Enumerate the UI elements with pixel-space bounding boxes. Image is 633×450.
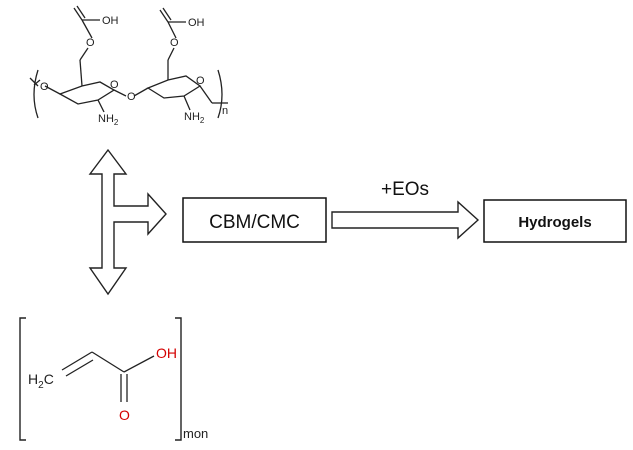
bond-c-c-double xyxy=(65,359,94,377)
bond-o-right xyxy=(167,47,175,61)
bond-amine-left xyxy=(97,99,105,113)
chain-o: O xyxy=(40,81,49,93)
cbm-cmc-box xyxy=(182,197,327,243)
repeat-bracket-left xyxy=(33,69,39,119)
monomer-bracket-left xyxy=(19,317,26,441)
eos-label: +EOs xyxy=(381,179,429,200)
bond-c-c-1 xyxy=(61,351,93,371)
bond-ch2-carboxyl-right xyxy=(167,21,177,39)
chain-end-left xyxy=(29,77,39,87)
bond-c-o-right-1 xyxy=(159,9,169,23)
ring-left xyxy=(58,81,116,105)
repeat-n: n xyxy=(222,105,228,117)
bond-amine-right xyxy=(183,95,191,111)
hydrogels-box xyxy=(483,199,627,243)
cmc-polymer-structure xyxy=(29,5,228,119)
cmc-atom-labels: OH OH O O O O O O NH2 NH2 n xyxy=(40,15,228,127)
ring-right xyxy=(146,75,202,99)
ring-o-left: O xyxy=(110,79,119,91)
bond-ring-right-end xyxy=(199,85,213,104)
flow-arrow xyxy=(331,200,480,240)
ether-o-right: O xyxy=(170,37,179,49)
amine-left: NH2 xyxy=(98,113,119,127)
branch-double-arrow xyxy=(88,148,167,296)
cbm-cmc-label: CBM/CMC xyxy=(209,212,300,233)
bond-glycosidic-right xyxy=(133,87,149,97)
carboxyl-oh-left: OH xyxy=(102,15,119,27)
bond-c-oh xyxy=(123,355,155,373)
bond-c-c-2 xyxy=(91,351,125,373)
acrylic-acid-structure: H2C OH O mon xyxy=(19,317,208,441)
bond-c-o-left-2 xyxy=(76,5,86,19)
hydrogels-label: Hydrogels xyxy=(518,214,591,231)
glycosidic-o: O xyxy=(127,91,136,103)
carbonyl-o-label: O xyxy=(119,407,130,423)
bond-o-left xyxy=(79,47,89,61)
h2c-label: H2C xyxy=(28,371,54,391)
ether-o-left: O xyxy=(86,37,95,49)
bond-c-o-left-1 xyxy=(73,7,83,21)
repeat-label-mon: mon xyxy=(183,426,208,441)
bond-ch2-left xyxy=(79,59,83,87)
ring-o-right: O xyxy=(196,75,205,87)
carboxyl-oh-right: OH xyxy=(188,17,205,29)
chain-end-left-mark xyxy=(33,79,41,86)
repeat-bracket-right xyxy=(217,69,223,119)
amine-right: NH2 xyxy=(184,111,205,125)
bond-chain-o-ring xyxy=(44,85,61,95)
bond-c-o-right-2 xyxy=(162,7,172,21)
oh-label: OH xyxy=(156,345,177,361)
bond-glycosidic-left xyxy=(113,89,127,97)
bond-ch2-carboxyl-left xyxy=(81,19,93,39)
monomer-bracket-right xyxy=(175,317,182,441)
